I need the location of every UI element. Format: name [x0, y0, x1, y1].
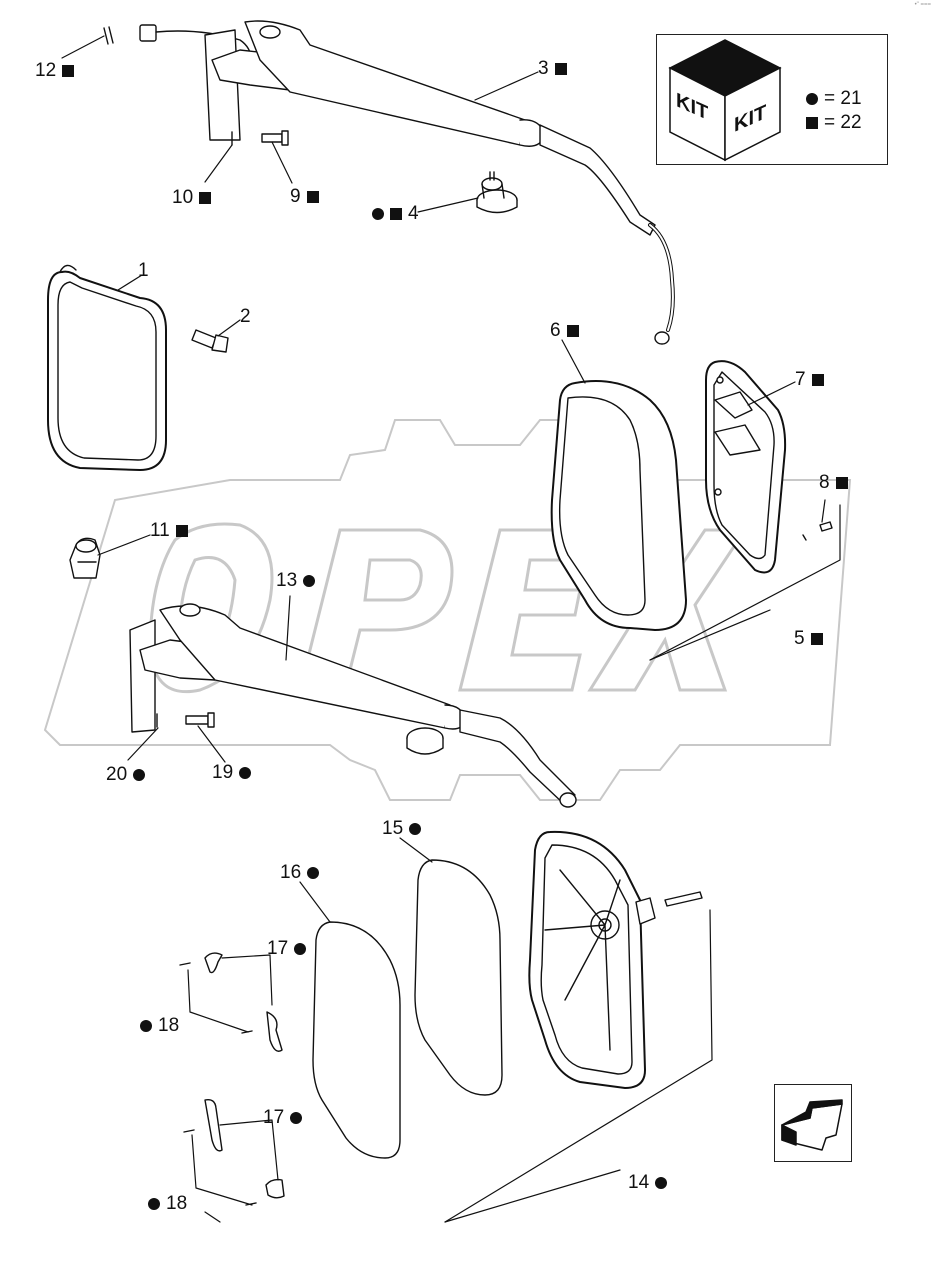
circle-marker-icon	[148, 1198, 160, 1210]
callout-10: 10	[172, 187, 212, 209]
callout-number: 6	[550, 320, 561, 341]
square-marker-icon	[199, 192, 212, 204]
part-16-glass	[312, 921, 401, 1159]
square-marker-icon	[554, 63, 567, 75]
kit-legend-square: = 22	[806, 112, 862, 134]
callout-3: 3	[538, 58, 567, 80]
square-marker-icon	[810, 633, 823, 645]
kit-legend-circle-text: = 21	[824, 88, 862, 109]
callout-number: 9	[290, 186, 301, 207]
circle-marker-icon	[307, 867, 320, 879]
next-page-button[interactable]	[774, 1084, 852, 1162]
square-marker-icon	[62, 65, 75, 77]
kit-legend-circle: = 21	[806, 88, 862, 110]
circle-marker-icon	[303, 575, 316, 587]
circle-marker-icon	[290, 1112, 303, 1124]
callout-20: 20	[106, 764, 146, 786]
callout-number: 7	[795, 369, 806, 390]
callout-number: 16	[280, 862, 302, 883]
part-4-knob	[476, 171, 518, 214]
callout-number: 15	[382, 818, 404, 839]
part-17-clips-lower	[204, 1098, 285, 1199]
part-18-screws-lower	[183, 1129, 257, 1206]
circle-marker-icon	[140, 1020, 152, 1032]
callout-4: 4	[372, 203, 419, 225]
callout-number: 11	[150, 520, 170, 541]
watermark-gear	[43, 419, 852, 801]
callout-number: 12	[35, 60, 57, 81]
part-18-screws-upper	[179, 962, 253, 1034]
callout-number: 17	[263, 1107, 285, 1128]
part-7-back-cover	[705, 360, 787, 574]
part-2-bolt	[191, 329, 229, 353]
part-6-mirror-head	[550, 380, 687, 631]
part-14-housing	[528, 830, 703, 1089]
callout-number: 18	[166, 1193, 188, 1214]
callout-number: 20	[106, 764, 128, 785]
callout-18-upper: 18	[140, 1015, 179, 1037]
part-11-clamp	[69, 537, 101, 579]
part-13-lower-arm	[129, 603, 577, 808]
callout-number: 10	[172, 187, 194, 208]
kit-legend-box	[656, 34, 888, 165]
circle-marker-icon	[806, 93, 818, 105]
circle-marker-icon	[133, 769, 146, 781]
callout-number: 8	[819, 472, 830, 493]
callout-6: 6	[550, 320, 579, 342]
part-19-bolt	[185, 712, 215, 728]
callout-18-lower: 18	[148, 1193, 187, 1215]
circle-marker-icon	[294, 943, 307, 955]
callout-number: 14	[628, 1172, 650, 1193]
callout-number: 13	[276, 570, 298, 591]
next-page-arrow-icon	[781, 1099, 843, 1151]
part-8-screws	[802, 521, 833, 541]
circle-marker-icon	[655, 1177, 668, 1189]
callout-number: 18	[158, 1015, 180, 1036]
callout-number: 3	[538, 58, 549, 79]
circle-marker-icon	[239, 767, 252, 779]
callout-7: 7	[795, 369, 824, 391]
kit-legend-square-text: = 22	[824, 112, 862, 133]
square-marker-icon	[806, 117, 818, 129]
circle-marker-icon	[372, 208, 384, 220]
callout-8: 8	[819, 472, 848, 494]
leader-lines	[61, 35, 841, 1223]
square-marker-icon	[835, 477, 848, 489]
part-9-bolt	[261, 130, 289, 146]
callout-1: 1	[138, 260, 149, 282]
square-marker-icon	[306, 191, 319, 203]
callout-9: 9	[290, 186, 319, 208]
part-3-upper-arm	[204, 20, 675, 345]
callout-5: 5	[794, 628, 823, 650]
corner-code: •" ===	[914, 2, 931, 8]
callout-number: 17	[267, 938, 289, 959]
callout-13: 13	[276, 570, 316, 592]
callout-number: 4	[408, 203, 419, 224]
callout-number: 19	[212, 762, 234, 783]
square-marker-icon	[811, 374, 824, 386]
square-marker-icon	[175, 525, 188, 537]
callout-2: 2	[240, 306, 251, 328]
callout-number: 1	[138, 260, 149, 281]
callout-14: 14	[628, 1172, 668, 1194]
part-1-mirror-frame	[47, 264, 167, 471]
square-marker-icon	[566, 325, 579, 337]
callout-17-lower: 17	[263, 1107, 303, 1129]
callout-number: 5	[794, 628, 805, 649]
square-marker-icon	[390, 208, 402, 220]
part-15-glass	[414, 859, 503, 1096]
callout-16: 16	[280, 862, 320, 884]
circle-marker-icon	[409, 823, 422, 835]
callout-19: 19	[212, 762, 252, 784]
callout-11: 11	[150, 520, 188, 542]
callout-15: 15	[382, 818, 422, 840]
part-17-clips-upper	[204, 952, 283, 1052]
callout-12: 12	[35, 60, 75, 82]
callout-number: 2	[240, 306, 251, 327]
callout-17-upper: 17	[267, 938, 307, 960]
kit-cube-icon	[668, 39, 782, 162]
